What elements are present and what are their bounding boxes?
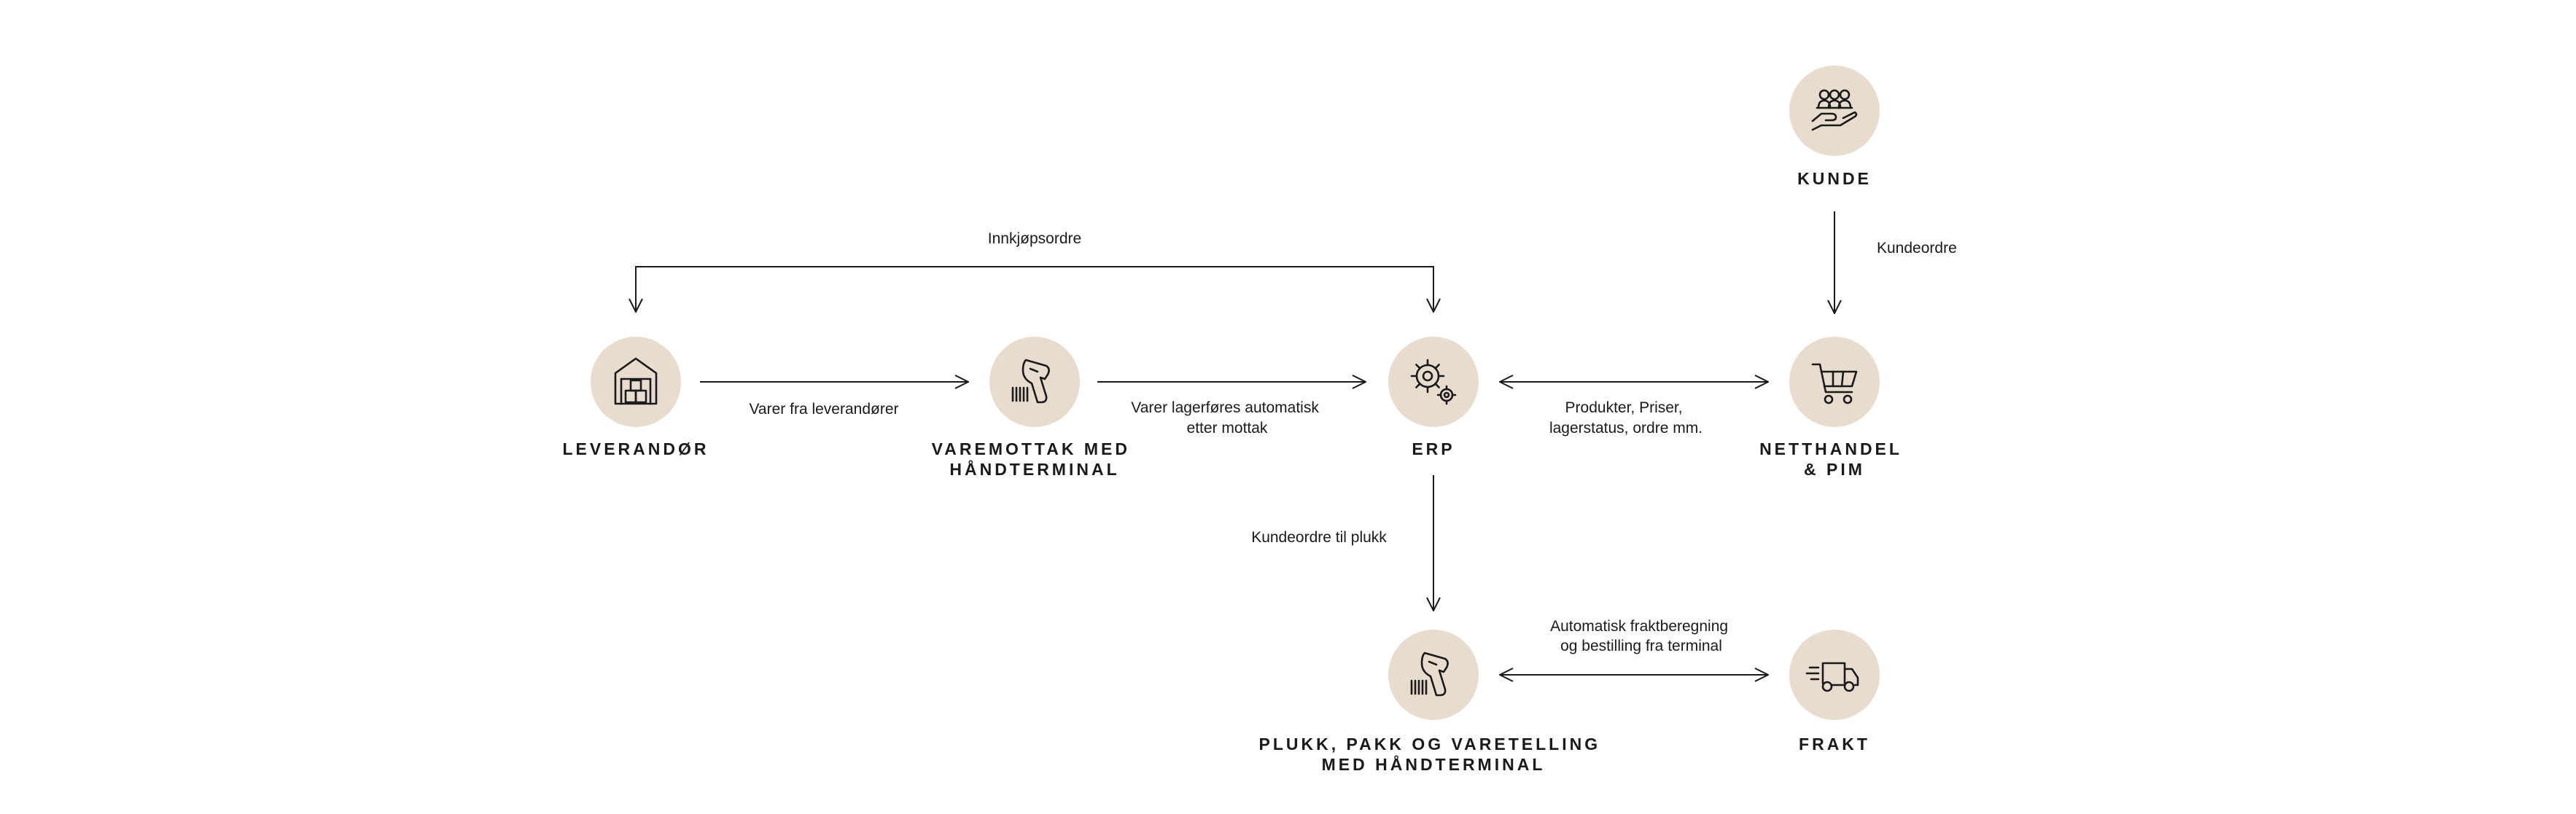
node-kunde-label: KUNDE xyxy=(1797,169,1872,188)
node-erp: ERP xyxy=(1388,337,1479,458)
node-leverandor-label: LEVERANDØR xyxy=(562,439,709,458)
node-varemottak-circle xyxy=(989,337,1080,427)
edge-label-kundeordre: Kundeordre xyxy=(1877,240,1957,257)
edge-label-kundeordre-til-plukk: Kundeordre til plukk xyxy=(1251,529,1387,546)
delivery-truck-icon xyxy=(1805,662,1859,692)
node-frakt-label: FRAKT xyxy=(1799,735,1870,754)
node-leverandor-circle xyxy=(591,337,681,427)
edge-label-varer-fra-leverandorer: Varer fra leverandører xyxy=(749,401,898,418)
node-netthandel-circle xyxy=(1789,337,1880,427)
node-varemottak-label: VAREMOTTAK MED HÅNDTERMINAL xyxy=(932,439,1138,479)
edge-label-varer-lagerfores: Varer lagerføres automatisk etter mottak xyxy=(1131,399,1323,437)
node-kunde: KUNDE xyxy=(1789,66,1880,188)
hand-with-people-icon xyxy=(1811,89,1858,131)
node-netthandel-label: NETTHANDEL & PIM xyxy=(1759,439,1910,479)
node-plukk-label: PLUKK, PAKK OG VARETELLING MED HÅNDTERMI… xyxy=(1259,735,1608,774)
gears-icon xyxy=(1410,359,1457,405)
shopping-cart-icon xyxy=(1811,363,1858,404)
barcode-scanner-icon xyxy=(1011,359,1050,404)
node-netthandel: NETTHANDEL & PIM xyxy=(1759,337,1910,479)
node-varemottak: VAREMOTTAK MED HÅNDTERMINAL xyxy=(932,337,1138,479)
connectors xyxy=(636,211,1834,675)
node-plukk: PLUKK, PAKK OG VARETELLING MED HÅNDTERMI… xyxy=(1259,630,1608,774)
barcode-scanner-icon xyxy=(1410,651,1449,697)
edge-label-produkter-priser: Produkter, Priser, lagerstatus, ordre mm… xyxy=(1549,399,1703,437)
node-erp-circle xyxy=(1388,337,1479,427)
node-frakt-circle xyxy=(1789,630,1880,720)
node-frakt: FRAKT xyxy=(1789,630,1880,754)
node-erp-label: ERP xyxy=(1412,439,1455,458)
warehouse-icon xyxy=(614,357,658,405)
edge-innkjopsordre-line xyxy=(636,266,1433,312)
edge-labels: Innkjøpsordre Varer fra leverandører Var… xyxy=(749,230,1956,654)
node-plukk-circle xyxy=(1388,630,1479,720)
edge-label-innkjopsordre: Innkjøpsordre xyxy=(988,230,1081,247)
node-kunde-circle xyxy=(1789,66,1880,156)
edge-label-automatisk-frakt: Automatisk fraktberegning og bestilling … xyxy=(1550,618,1732,654)
node-leverandor: LEVERANDØR xyxy=(562,337,709,458)
